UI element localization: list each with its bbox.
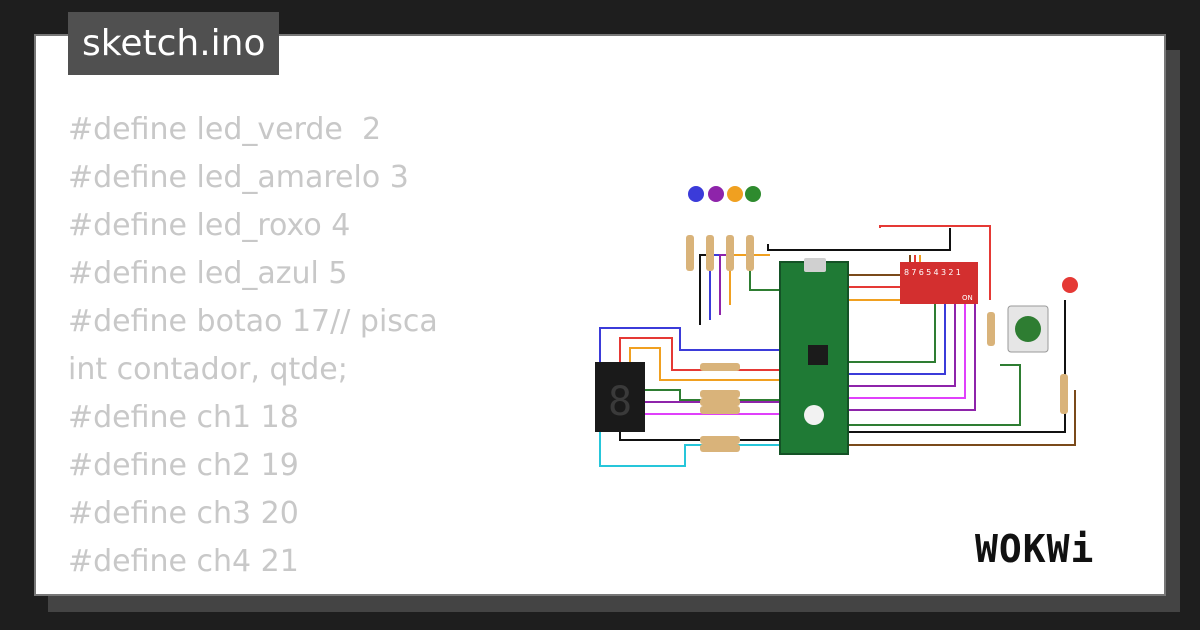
yellow-led: [727, 186, 743, 202]
resistor: [700, 390, 740, 398]
code-listing: #define led_verde 2 #define led_amarelo …: [68, 106, 438, 594]
resistor: [706, 235, 714, 271]
resistor: [700, 406, 740, 414]
code-line: #define ch4 21: [68, 544, 299, 579]
code-line: #define ch3 20: [68, 496, 299, 531]
wires: [599, 225, 1076, 467]
push-button[interactable]: [1007, 305, 1049, 353]
code-line: #define botao 17// pisca: [68, 304, 438, 339]
rp2040-chip: [808, 345, 828, 365]
code-line: #define led_verde 2: [68, 112, 382, 147]
dip-switch[interactable]: 87654321 ON: [900, 262, 978, 304]
usb-port: [804, 258, 826, 272]
purple-led: [708, 186, 724, 202]
code-line: #define ch2 19: [68, 448, 299, 483]
resistor: [700, 398, 740, 406]
red-led: [1062, 277, 1078, 293]
preview-card: #define led_verde 2 #define led_amarelo …: [34, 34, 1166, 596]
seven-segment-display: 8: [595, 362, 645, 432]
resistor: [746, 235, 754, 271]
code-line: #define led_azul 5: [68, 256, 348, 291]
resistors: [686, 235, 1068, 452]
raspberry-icon: [804, 405, 824, 425]
resistor: [1060, 374, 1068, 414]
green-led: [745, 186, 761, 202]
resistor: [686, 235, 694, 271]
resistor: [987, 312, 995, 346]
resistor: [700, 444, 740, 452]
wokwi-logo: WOKWi: [975, 527, 1095, 571]
code-line: bool B0 B1 B2: [68, 586, 438, 594]
circuit-diagram: 8 87654321 ON: [595, 186, 1078, 467]
dip-switch-numbers: 87654321: [904, 268, 963, 277]
dip-switch-on-label: ON: [962, 294, 973, 302]
resistor: [726, 235, 734, 271]
resistor: [700, 436, 740, 444]
svg-text:8: 8: [608, 379, 632, 425]
code-line: #define led_amarelo 3: [68, 160, 409, 195]
code-line: int contador, qtde;: [68, 352, 348, 387]
led-group: [688, 186, 1078, 293]
pico-board: [779, 258, 849, 455]
code-line: #define led_roxo 4: [68, 208, 351, 243]
file-tab[interactable]: sketch.ino: [68, 12, 280, 75]
code-line: #define ch1 18: [68, 400, 299, 435]
resistor: [700, 363, 740, 371]
blue-led: [688, 186, 704, 202]
